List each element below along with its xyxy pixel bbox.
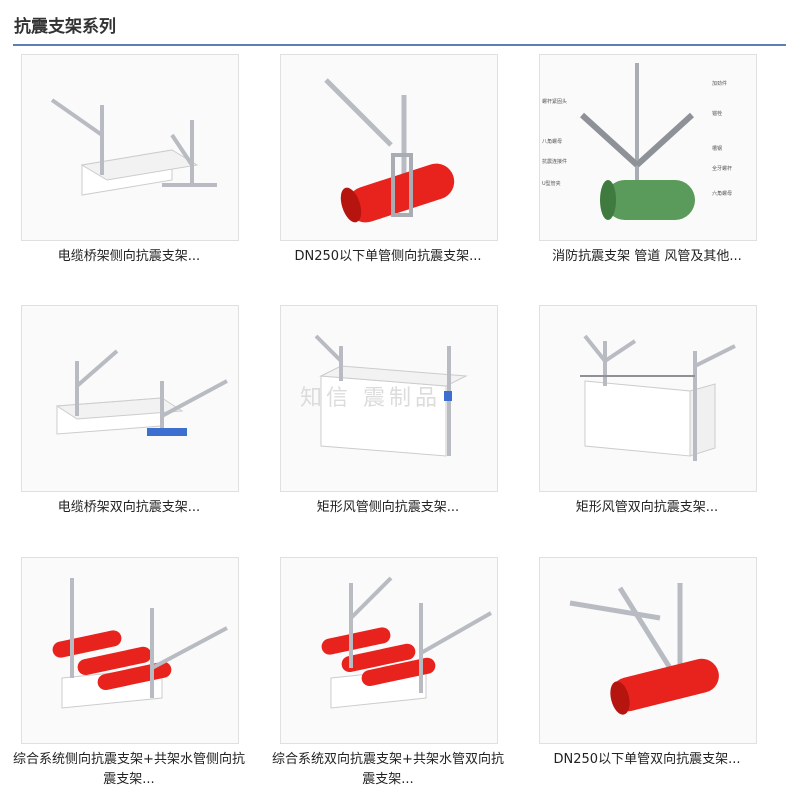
- product-image-9[interactable]: [539, 557, 757, 744]
- svg-text:加劲件: 加劲件: [712, 80, 727, 87]
- section-title: 抗震支架系列: [14, 17, 116, 37]
- product-caption-2[interactable]: DN250以下单管侧向抗震支架...: [294, 249, 482, 264]
- product-image-6[interactable]: [539, 305, 757, 492]
- product-caption-4[interactable]: 电缆桥架双向抗震支架...: [57, 500, 201, 515]
- svg-text:锚栓: 锚栓: [712, 110, 722, 117]
- product-image-7[interactable]: [21, 557, 239, 744]
- product-caption-1[interactable]: 电缆桥架侧向抗震支架...: [57, 249, 201, 264]
- product-caption-3[interactable]: 消防抗震支架 管道 风管及其他...: [552, 249, 742, 264]
- svg-text:全牙螺杆: 全牙螺杆: [712, 165, 732, 172]
- product-caption-6[interactable]: 矩形风管双向抗震支架...: [575, 500, 719, 515]
- product-image-3[interactable]: 螺杆紧固头 八角螺母 抗震连接件 U型管夹 加劲件 锚栓 槽钢 全牙螺杆 六角螺…: [539, 54, 757, 241]
- product-image-1[interactable]: [21, 54, 239, 241]
- product-image-2[interactable]: [280, 54, 498, 241]
- svg-text:六角螺母: 六角螺母: [712, 190, 732, 197]
- svg-text:抗震连接件: 抗震连接件: [542, 158, 567, 165]
- product-caption-8[interactable]: 综合系统双向抗震支架+共架水管双向抗震支架...: [272, 752, 504, 787]
- product-image-8[interactable]: [280, 557, 498, 744]
- product-image-5[interactable]: [280, 305, 498, 492]
- product-caption-5[interactable]: 矩形风管侧向抗震支架...: [316, 500, 460, 515]
- product-caption-9[interactable]: DN250以下单管双向抗震支架...: [553, 752, 741, 767]
- svg-text:槽钢: 槽钢: [712, 145, 722, 152]
- title-underline: [13, 44, 786, 46]
- svg-text:八角螺母: 八角螺母: [542, 138, 562, 145]
- product-image-4[interactable]: [21, 305, 239, 492]
- svg-text:螺杆紧固头: 螺杆紧固头: [542, 98, 567, 105]
- svg-text:U型管夹: U型管夹: [542, 180, 561, 187]
- product-caption-7[interactable]: 综合系统侧向抗震支架+共架水管侧向抗震支架...: [13, 752, 245, 787]
